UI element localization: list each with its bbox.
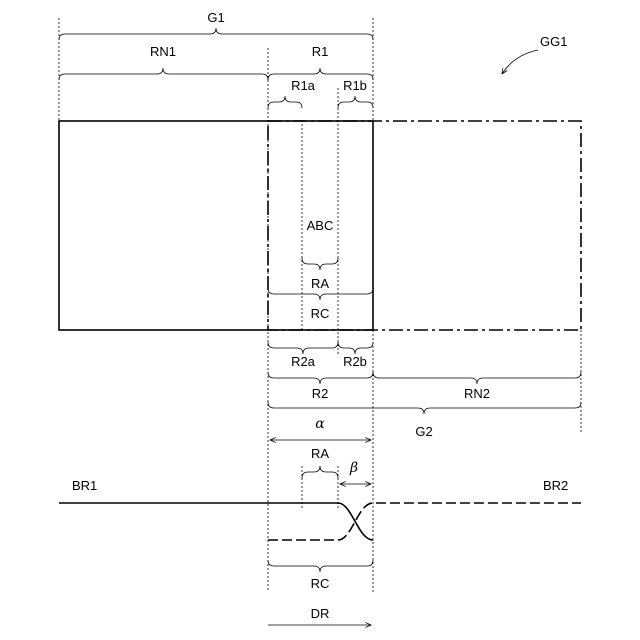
- label-gg1: GG1: [540, 34, 567, 49]
- brace-rn1: [59, 68, 268, 80]
- labels: G1 GG1 RN1 R1 R1a R1b ABC RA RC R2a R2b …: [72, 10, 568, 621]
- brace-g1: [59, 28, 373, 40]
- label-ra-top: RA: [311, 276, 329, 291]
- brightness-curve-br1: [59, 503, 373, 540]
- label-r1b: R1b: [343, 78, 367, 93]
- label-rc-bottom: RC: [311, 576, 330, 591]
- label-rn2: RN2: [464, 386, 490, 401]
- braces: [59, 28, 581, 572]
- label-r1a: R1a: [291, 78, 316, 93]
- brace-rn2: [373, 372, 581, 384]
- label-g2: G2: [415, 424, 432, 439]
- label-g1: G1: [207, 10, 224, 25]
- label-dr: DR: [311, 606, 330, 621]
- brace-rc-bottom: [268, 560, 373, 572]
- brace-r2: [268, 372, 373, 384]
- brace-r1a: [268, 96, 302, 108]
- label-br2: BR2: [543, 478, 568, 493]
- label-beta: β: [349, 460, 358, 476]
- label-ra-bottom: RA: [311, 446, 329, 461]
- label-r2b: R2b: [343, 354, 367, 369]
- brace-g2: [268, 402, 581, 414]
- label-br1: BR1: [72, 478, 97, 493]
- label-alpha: α: [315, 416, 325, 432]
- brightness-curve-br2: [268, 503, 581, 540]
- label-r1: R1: [312, 44, 329, 59]
- brace-r2a: [268, 342, 338, 354]
- brace-abc: [302, 258, 338, 270]
- label-abc: ABC: [307, 218, 334, 233]
- arrows: [268, 50, 538, 625]
- brace-r1b: [338, 96, 373, 108]
- label-r2: R2: [312, 386, 329, 401]
- guide-lines: [59, 18, 581, 592]
- label-rc-top: RC: [311, 306, 330, 321]
- brightness-curves: [59, 503, 581, 540]
- label-r2a: R2a: [291, 354, 316, 369]
- label-rn1: RN1: [150, 44, 176, 59]
- brace-ra-bottom: [302, 466, 338, 478]
- brace-r2b: [338, 342, 373, 354]
- gg1-leader-arrow: [502, 50, 538, 74]
